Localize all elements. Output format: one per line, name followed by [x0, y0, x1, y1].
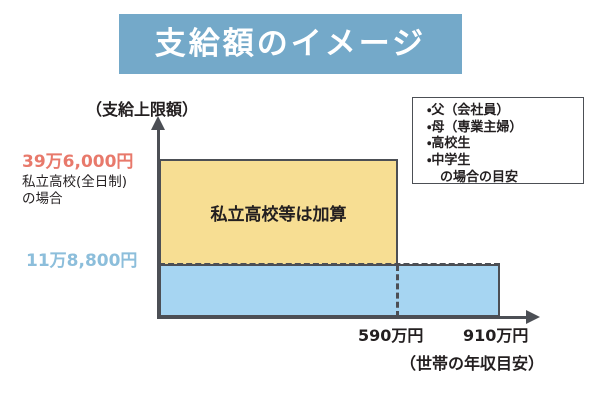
y-axis-line [157, 127, 160, 318]
legend-item-note: の場合の目安 [440, 169, 519, 185]
legend-item-juniorhigh-student: ・中学生 [427, 152, 471, 168]
callout-upper-amount: 39万6,000円 [22, 152, 134, 172]
y-axis-caption: （支給上限額） [86, 100, 199, 119]
y-axis-arrow-icon [151, 116, 165, 130]
bar-private-addition-label: 私立高校等は加算 [210, 205, 347, 225]
x-axis-arrow-icon [526, 310, 540, 324]
dashed-line-590-threshold [396, 265, 399, 317]
callout-base-amount-wrap: 11万8,800円 [26, 251, 154, 272]
x-tick-910: 910万円 [463, 326, 529, 345]
legend-assumptions-box: ・父（会社員） ・母（専業主婦） ・高校生 ・中学生 の場合の目安 [412, 97, 584, 185]
bar-base-support [159, 264, 500, 317]
x-axis-line [157, 316, 529, 319]
callout-upper-note-line1: 私立高校(全日制) [22, 173, 128, 190]
legend-item-highschool-student: ・高校生 [427, 136, 471, 152]
callout-base-amount: 11万8,800円 [26, 251, 138, 271]
title-banner: 支給額のイメージ [119, 14, 462, 74]
x-tick-590: 590万円 [358, 326, 424, 345]
legend-item-father: ・父（会社員） [427, 103, 510, 118]
legend-item-mother: ・母（専業主婦） [427, 119, 523, 135]
dashed-line-base-amount [159, 263, 500, 266]
bar-private-addition: 私立高校等は加算 [159, 159, 398, 266]
page-title: 支給額のイメージ [154, 25, 427, 62]
callout-upper-note-line2: の場合 [22, 191, 63, 208]
callout-upper-limit: 39万6,000円 私立高校(全日制) の場合 [22, 152, 154, 208]
x-axis-caption: （世帯の年収目安） [400, 354, 545, 373]
